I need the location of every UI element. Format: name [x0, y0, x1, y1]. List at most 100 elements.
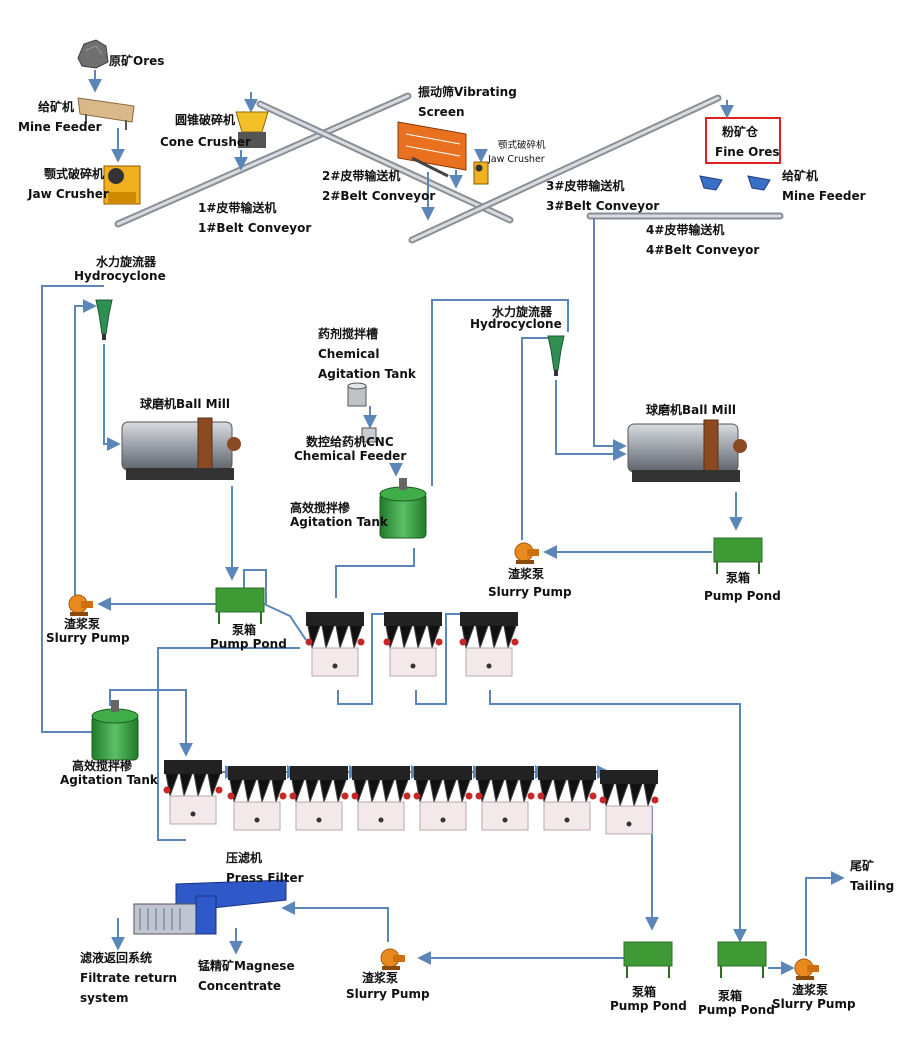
ball-mill-right-icon [627, 419, 748, 483]
label-pump-pond-left-en: Pump Pond [210, 637, 287, 651]
label-slurry-pump-left-en: Slurry Pump [46, 631, 130, 645]
label-belt3-cn: 3#皮带输送机 [546, 178, 624, 193]
label-raw-ore-en: Ores [133, 54, 164, 68]
slurry-pump-mid-icon [514, 542, 540, 565]
label-concentrate-cn: 锰精矿Magnese [198, 958, 295, 973]
svg-text:原矿Ores: 原矿Ores [109, 53, 164, 68]
label-fine-ores-en: Fine Ores [715, 145, 780, 159]
hydrocyclone-left-icon [95, 299, 113, 341]
label-agitation-tank-mid-cn: 高效搅拌槮 [290, 500, 350, 515]
flotation-cell-cleaner-6 [475, 765, 535, 831]
jaw-crusher-small-icon [473, 161, 489, 185]
label-belt1-en: 1#Belt Conveyor [198, 221, 311, 235]
label-chem-tank-en1: Chemical [318, 347, 379, 361]
label-pump-pond-right-en: Pump Pond [704, 589, 781, 603]
label-slurry-pump-mid-cn: 渣浆泵 [508, 566, 544, 581]
label-jaw-crusher2-cn: 颚式破碎机 [498, 139, 546, 151]
label-belt2-cn: 2#皮带输送机 [322, 168, 400, 183]
press-filter-icon [133, 879, 287, 935]
label-cone-crusher-cn: 圆锥破碎机 [175, 112, 235, 127]
label-chem-tank-en2: Agitation Tank [318, 367, 417, 381]
label-slurry-pump-mid-en: Slurry Pump [488, 585, 572, 599]
label-hydrocyclone-right-en: Hydrocyclone [470, 317, 562, 331]
label-jaw-crusher-en: Jaw Crusher [27, 187, 109, 201]
label-slurry-pump-bottom-en: Slurry Pump [346, 987, 430, 1001]
jaw-crusher-top-icon [103, 165, 141, 205]
label-raw-ore-cn: 原矿 [109, 53, 133, 68]
label-slurry-pump-left-cn: 渣浆泵 [64, 616, 100, 631]
label-cnc-feeder-en: Chemical Feeder [294, 449, 406, 463]
label-belt4-en: 4#Belt Conveyor [646, 243, 759, 257]
slurry-pump-bottom-icon [380, 948, 406, 971]
cnc-feeder-icon [361, 427, 377, 443]
flotation-cell-cleaner-2 [227, 765, 287, 831]
pump-pond-bottom2-icon [717, 941, 767, 979]
pump-pond-left-icon [215, 587, 265, 625]
belt-conveyor-1 [114, 92, 412, 228]
label-fine-ores-cn: 粉矿仓 [722, 124, 759, 139]
cone-crusher-icon [235, 111, 269, 148]
label-belt2-en: 2#Belt Conveyor [322, 189, 435, 203]
pump-pond-bottom1-icon [623, 941, 673, 979]
label-ball-mill-left: 球磨机Ball Mill [140, 396, 230, 411]
flotation-cell-rougher-2 [383, 611, 443, 677]
label-cone-crusher-en: Cone Crusher [160, 135, 251, 149]
label-ball-mill-right: 球磨机Ball Mill [646, 402, 736, 417]
flotation-cell-cleaner-1 [163, 759, 223, 825]
label-vib-screen-en: Screen [418, 105, 465, 119]
label-mine-feeder-top-cn: 给矿机 [38, 99, 74, 114]
label-pump-pond-bottom2-en: Pump Pond [698, 1003, 775, 1017]
label-press-filter-cn: 压滤机 [226, 850, 262, 865]
label-agitation-tank-left-cn: 高效搅拌槮 [72, 758, 132, 773]
label-slurry-pump-tail-en: Slurry Pump [772, 997, 856, 1011]
label-press-filter-en: Press Filter [226, 871, 304, 885]
label-pump-pond-bottom1-en: Pump Pond [610, 999, 687, 1013]
mine-feeder-top-icon [77, 97, 135, 130]
mine-feeder-right-icons [699, 175, 771, 191]
flotation-cell-cleaner-3 [289, 765, 349, 831]
label-filtrate-en1: Filtrate return [80, 971, 177, 985]
label-pump-pond-left-cn: 泵箱 [232, 622, 256, 637]
label-jaw-crusher-cn: 颚式破碎机 [44, 166, 104, 181]
label-filtrate-en2: system [80, 991, 129, 1005]
chemical-agitation-tank-icon [347, 382, 367, 407]
label-slurry-pump-bottom-cn: 渣浆泵 [362, 970, 398, 985]
flotation-cell-rougher-3 [459, 611, 519, 677]
label-chem-tank-cn: 药剂搅拌槽 [318, 326, 378, 341]
flotation-cell-rougher-1 [305, 611, 365, 677]
label-belt4-cn: 4#皮带输送机 [646, 222, 724, 237]
label-concentrate-en: Concentrate [198, 979, 281, 993]
agitation-tank-left-icon [91, 699, 139, 761]
fine-ores-box [705, 117, 781, 164]
pump-pond-right-icon [713, 537, 763, 575]
slurry-pump-left-icon [68, 594, 94, 617]
ball-mill-left-icon [121, 417, 242, 481]
label-pump-pond-bottom2-cn: 泵箱 [718, 988, 742, 1003]
flotation-cell-cleaner-7 [537, 765, 597, 831]
agitation-tank-mid-icon [379, 477, 427, 539]
flotation-cell-cleaner-4 [351, 765, 411, 831]
label-pump-pond-bottom1-cn: 泵箱 [632, 984, 656, 999]
label-belt1-cn: 1#皮带输送机 [198, 200, 276, 215]
belt-conveyor-2 [256, 100, 514, 224]
label-agitation-tank-mid-en: Agitation Tank [290, 515, 389, 529]
flotation-cell-cleaner-5 [413, 765, 473, 831]
label-tailing-cn: 尾矿 [850, 858, 874, 873]
label-cnc-feeder-cn: 数控给药机CNC [306, 434, 394, 449]
flotation-cell-cleaner-8 [599, 769, 659, 835]
belt-conveyor-3 [408, 94, 722, 244]
vibrating-screen-icon [397, 121, 467, 178]
label-hydrocyclone-left-en: Hydrocyclone [74, 269, 166, 283]
label-mine-feeder-right-en: Mine Feeder [782, 189, 866, 203]
label-jaw-crusher2-en: Jaw Crusher [487, 154, 545, 165]
label-vib-screen-cn: 振动筛Vibrating [418, 84, 517, 99]
raw-ore-pile-icon [77, 39, 109, 69]
slurry-pump-tail-icon [794, 958, 820, 981]
label-hydrocyclone-left-cn: 水力旋流器 [96, 254, 157, 269]
label-filtrate-cn: 滤液返回系统 [80, 950, 152, 965]
hydrocyclone-right-icon [547, 335, 565, 377]
label-hydrocyclone-right-cn: 水力旋流器 [492, 304, 553, 319]
label-slurry-pump-tail-cn: 渣浆泵 [792, 982, 828, 997]
label-belt3-en: 3#Belt Conveyor [546, 199, 659, 213]
